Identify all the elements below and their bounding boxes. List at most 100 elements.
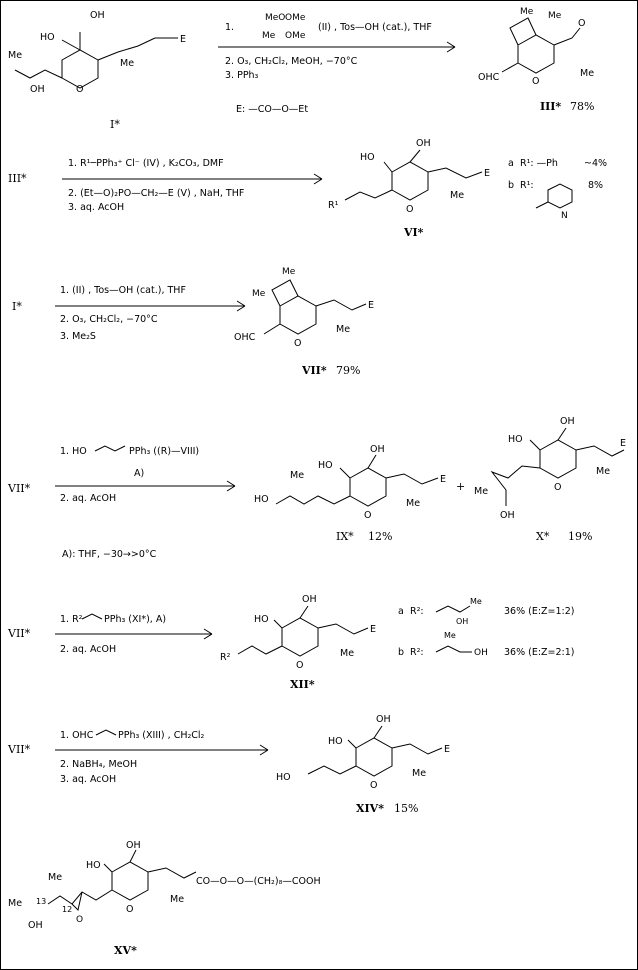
atom-oh: OH [90,10,105,21]
compound-III-structure: O Me Me O Me OHC [478,7,594,87]
option-b-me: Me [444,631,456,640]
compound-XII-label: XII* [290,678,315,691]
acetal-meo-1: MeO [265,13,285,23]
option-a-me: Me [470,597,482,606]
row4-reagent-1-start: 1. HO [60,446,87,457]
atom-oh: OH [126,840,141,851]
acetal-me: Me [262,31,276,41]
compound-VI-structure: O OH HO E Me R¹ [328,138,490,215]
row4-reaction-arrow [55,480,236,492]
row5-option-a-yield: 36% (E:Z=1:2) [504,606,575,617]
ring-oxygen: O [532,76,539,87]
row1-reagent-2: 2. O₃, CH₂Cl₂, MeOH, −70°C [225,56,358,67]
compound-XIV-label: XIV* [356,802,384,815]
compound-I-start-label: I* [12,300,22,313]
pyridyl-group: N [535,183,573,221]
row2-reagent-2: 2. (Et—O)₂PO—CH₂—E (V) , NaH, THF [68,188,244,199]
atom-r1: R¹ [328,200,339,211]
ring-oxygen: O [296,660,303,671]
row2-reaction-arrow [62,173,323,185]
locant-12: 12 [62,905,72,914]
compound-XII-structure: O OH HO E Me R² [220,594,376,671]
row4-reagent-1-ylide: PPh₃ ((R)—VIII) [129,446,199,457]
compound-VII-start-label: VII* [7,482,31,495]
atom-ho-chain: HO [276,772,291,783]
row5-reaction-arrow [55,628,213,640]
row2-option-b-tag: b [508,180,514,191]
ring-oxygen: O [294,338,301,349]
row1-reagent-3: 3. PPh₃ [225,70,259,81]
compound-III-yield: 78% [570,100,594,113]
ring-oxygen: O [364,510,371,521]
row2-reagent-1: 1. R¹─PPh₃⁺ Cl⁻ (IV) , K₂CO₃, DMF [68,158,224,169]
atom-me: Me [412,768,426,779]
compound-IX-yield: 12% [368,530,392,543]
row4-condition-a: A) [134,468,144,479]
atom-me: Me [8,50,22,61]
atom-me: Me [450,190,464,201]
compound-IX-label: IX* [336,530,354,543]
ring-oxygen: O [76,84,83,95]
compound-VI-label: VI* [403,226,424,239]
atom-e: E [620,438,626,449]
row1-reagent-1-num: 1. [225,22,234,33]
atom-e: E [180,34,186,45]
row2-option-b-r: R¹: [520,180,534,191]
acetal-me-b: Me [282,267,296,277]
atom-e: E [440,474,446,485]
atom-e: E [484,168,490,179]
row3-reagent-3: 3. Me₂S [60,331,96,342]
atom-n: N [561,211,568,221]
ring-oxygen: O [554,482,561,493]
atom-ho-chain: HO [254,494,269,505]
row4-reagent-2: 2. aq. AcOH [60,493,116,504]
row6-reagent-2: 2. NaBH₄, MeOH [60,759,137,770]
atom-ho: HO [86,860,101,871]
row4-note-conditions: A): THF, −30→>0°C [62,549,157,560]
compound-IX-structure: O OH HO E Me Me HO [254,444,446,521]
side-oh: OH [28,920,43,931]
row1-reagent-1: (II) , Tos—OH (cat.), THF [318,22,432,33]
side-me: Me [474,486,488,497]
row6-reagent-1-start: 1. OHC [60,730,94,741]
atom-oh: OH [376,714,391,725]
compound-VII-start-label-3: VII* [7,743,31,756]
ketone-me: Me [580,68,594,79]
atom-ho: HO [254,614,269,625]
atom-me: Me [336,324,350,335]
acetal-me-b: Me [548,11,562,21]
atom-oh: OH [560,416,575,427]
compound-XV-label: XV* [114,944,137,957]
row5-option-b-r: R²: [410,647,424,658]
compound-III-label: III* [540,100,561,113]
ketone-o: O [578,18,585,29]
row5-reagent-1-ylide: PPh₃ (XI*), A) [104,614,166,625]
atom-ho: HO [40,32,55,43]
atom-me: Me [170,894,184,905]
compound-I-structure: O OH HO Me E Me OH [8,10,186,95]
ring-oxygen: O [370,780,377,791]
atom-ho: HO [328,736,343,747]
row3-reagent-1: 1. (II) , Tos—OH (cat.), THF [60,285,186,296]
row6-reaction-arrow [55,744,269,756]
locant-13: 13 [36,897,46,906]
row5-reagent-2: 2. aq. AcOH [60,644,116,655]
atom-ho: HO [360,152,375,163]
row2-option-a-yield: ~4% [584,158,607,169]
acetal-ome-2: OMe [285,31,306,41]
side-me: Me [8,898,22,909]
atom-me2: Me [120,58,134,69]
compound-III-start-label: III* [8,172,27,185]
epoxide-o: O [76,915,83,925]
compound-VII-label: VII* [301,364,327,377]
ring-oxygen: O [126,904,133,915]
atom-r2: R² [220,652,231,663]
compound-XV-chain: CO—O—O—(CH₂)₈—COOH [196,876,321,887]
ring-oxygen: O [406,204,413,215]
compound-XV-structure: O OH HO Me O Me Me OH [8,840,197,931]
row5-option-a-tag: a [398,606,404,617]
atom-me: Me [406,498,420,509]
compound-VII-structure: O Me Me E Me OHC [234,267,374,349]
row2-option-a-tag: a [508,158,514,169]
row1-reaction-arrow [218,41,456,53]
